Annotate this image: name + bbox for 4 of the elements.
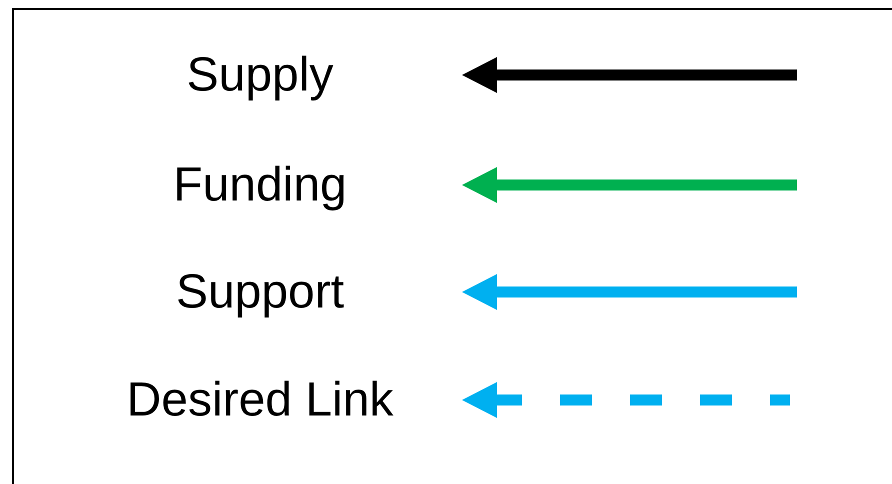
legend-label: Supply [186,47,334,103]
legend-label: Desired Link [126,372,394,428]
legend-label: Support [176,264,344,320]
legend-label: Funding [173,157,347,213]
